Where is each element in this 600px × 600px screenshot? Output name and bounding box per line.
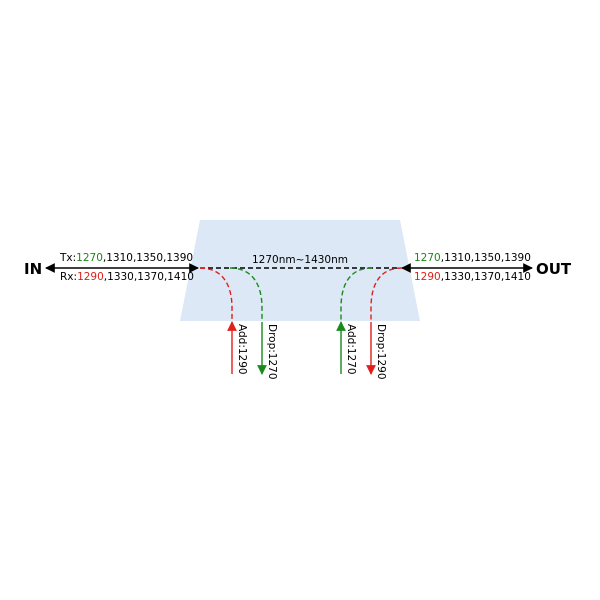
left-add-curve xyxy=(199,267,233,322)
out-port-label: OUT xyxy=(536,260,572,278)
right-rx-label: 1290,1330,1370,1410 xyxy=(414,271,531,283)
right-add-curve xyxy=(340,267,373,322)
left-drop-curve xyxy=(229,267,263,322)
filter-body xyxy=(180,220,420,321)
left-tx-label: Tx:1270,1310,1350,1390 xyxy=(59,252,193,264)
band-label: 1270nm~1430nm xyxy=(252,254,348,266)
in-port-label: IN xyxy=(24,260,42,278)
right-drop-label: Drop:1290 xyxy=(375,324,387,380)
right-add-label: Add:1270 xyxy=(345,324,357,375)
left-add-label: Add:1290 xyxy=(236,324,248,375)
left-drop-label: Drop:1270 xyxy=(266,324,278,380)
right-tx-label: 1270,1310,1350,1390 xyxy=(414,252,531,264)
left-rx-label: Rx:1290,1330,1370,1410 xyxy=(60,271,194,283)
right-drop-curve xyxy=(370,267,403,322)
